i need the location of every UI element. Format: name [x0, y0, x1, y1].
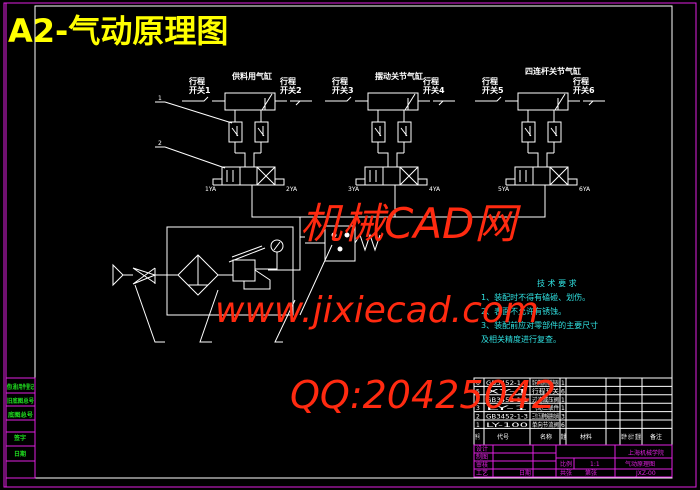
parts-cell: 单向节流阀	[532, 421, 559, 429]
strip-label: 借(通)用件登记	[6, 383, 34, 391]
parts-cell: 三位五通电磁换向阀	[532, 413, 559, 421]
left-strip: 借(通)用件登记 旧底图总号 底图总号 签字 日期	[5, 377, 36, 479]
strip-label: 日期	[14, 450, 26, 458]
limit-switch-label: 行程	[481, 76, 498, 86]
strip-label: 签字	[13, 434, 26, 442]
limit-switch-label: 开关4	[423, 85, 445, 95]
parts-cell: 1	[561, 380, 565, 387]
parts-header: 备注	[650, 433, 662, 441]
limit-switch-label: 开关2	[280, 85, 302, 95]
solenoid-valve	[221, 166, 276, 186]
limit-switch-icon	[325, 96, 455, 106]
parts-cell: 6	[561, 388, 565, 395]
callout-2: 2	[158, 140, 162, 147]
strip-label: 旧底图总号	[7, 397, 34, 405]
parts-cell: XY-1	[486, 388, 529, 395]
limit-switch-label: 行程	[572, 76, 589, 86]
parts-header: 数量	[561, 433, 566, 441]
parts-cell: 4	[476, 397, 480, 404]
parts-header: 单件 总计 重量	[621, 433, 641, 441]
parts-cell: 气动三联件	[532, 404, 559, 412]
solenoid-label: 5YA	[498, 186, 510, 193]
company-name: 上海机械学院	[628, 449, 664, 457]
limit-switch-icon	[475, 96, 605, 106]
tech-requirement-line: 及相关精度进行复查。	[481, 334, 561, 344]
parts-cell: 1	[561, 397, 565, 404]
parts-cell: GB3452-1-2	[486, 380, 528, 387]
tech-requirement-line: 1、装配时不得有磕碰、划伤。	[481, 292, 590, 302]
parts-header: 材料	[580, 433, 592, 441]
limit-switch-label: 开关6	[573, 85, 595, 95]
outer-border	[3, 2, 697, 488]
parts-cell: 过滤减压阀	[532, 396, 559, 404]
tb-label: 设计	[476, 445, 488, 453]
callout-1: 1	[158, 95, 162, 102]
scale-label: 比例	[560, 460, 572, 468]
parts-cell: LY-1	[486, 405, 529, 412]
cylinder-name: 摆动关节气缸	[375, 71, 423, 81]
parts-cell: 1	[561, 405, 565, 412]
watermark-qq: QQ:20425042	[290, 373, 556, 417]
frl-unit	[112, 226, 296, 343]
tech-requirements-heading: 技 术 要 求	[537, 278, 577, 288]
cylinder-name: 供料用气缸	[231, 71, 272, 81]
drawing-title: A2-气动原理图	[8, 12, 228, 50]
limit-switch-label: 开关1	[189, 85, 211, 95]
solenoid-label: 6YA	[579, 186, 591, 193]
parts-cell: 单向节流阀(带消声器)	[532, 379, 559, 387]
parts-cell: LY-100	[486, 422, 528, 429]
limit-switch-label: 行程	[188, 76, 205, 86]
parts-cell: 6	[476, 380, 480, 387]
solenoid-label: 1YA	[205, 186, 217, 193]
parts-header: 代号	[497, 433, 509, 441]
parts-header: 序号	[475, 433, 480, 441]
parts-cell: 3	[476, 405, 480, 412]
supply-line	[251, 185, 546, 271]
parts-cell: GB3452-1-1	[486, 397, 528, 404]
exhaust-valve	[299, 225, 381, 316]
tech-requirement-line: 2、表面不允许有锈蚀。	[481, 306, 566, 316]
tech-requirement-line: 3、装配前应对零部件的主要尺寸	[481, 320, 598, 330]
drawing-number: JXZ-00	[635, 470, 656, 477]
solenoid-label: 2YA	[286, 186, 298, 193]
tb-label: 审核	[476, 461, 488, 469]
title-block: 设计 制图 审核 工艺 日期 比例 1:1 共张 第张 上海机械学院 气动原理图…	[473, 444, 673, 478]
parts-cell: 3	[561, 414, 565, 421]
parts-header: 名称	[540, 433, 552, 441]
solenoid-label: 4YA	[429, 186, 441, 193]
sheet-count: 共张	[560, 469, 572, 477]
scale-value: 1:1	[590, 461, 600, 468]
limit-switch-label: 开关5	[482, 85, 504, 95]
solenoid-valve	[514, 166, 569, 186]
limit-switch-label: 开关3	[332, 85, 354, 95]
drawing-name: 气动原理图	[625, 460, 655, 468]
tb-label: 制图	[476, 453, 488, 461]
parts-cell: 行程开关	[532, 387, 559, 395]
limit-switch-label: 行程	[331, 76, 348, 86]
parts-cell: 1	[476, 422, 480, 429]
drawing-frame	[34, 5, 673, 479]
solenoid-valve	[364, 166, 419, 186]
watermark-site-name: 机械CAD网	[300, 199, 521, 248]
solenoid-label: 3YA	[348, 186, 360, 193]
limit-switch-label: 行程	[279, 76, 296, 86]
limit-switch-icon	[182, 96, 312, 106]
tb-label: 工艺	[476, 469, 488, 477]
limit-switch-label: 行程	[422, 76, 439, 86]
parts-cell: 6	[561, 422, 565, 429]
parts-cell: 2	[476, 414, 480, 421]
watermark-url: www.jixiecad.com	[215, 290, 539, 331]
sheet-number: 第张	[585, 469, 597, 477]
strip-label: 底图总号	[8, 411, 33, 419]
parts-cell: GB3452-1-3	[486, 414, 528, 421]
parts-cell: 5	[476, 388, 480, 395]
tb-label: 日期	[519, 469, 531, 477]
cylinder-name: 四连杆关节气缸	[525, 66, 581, 76]
